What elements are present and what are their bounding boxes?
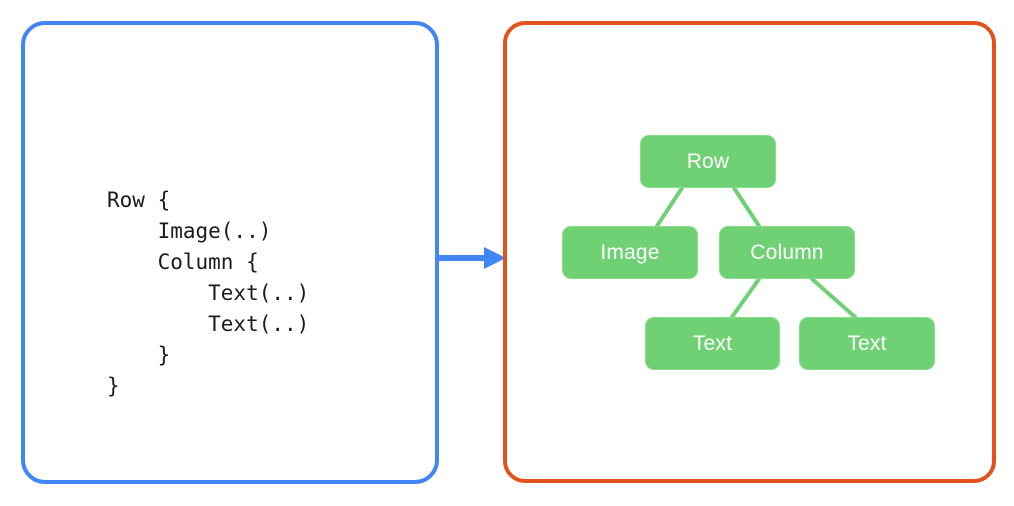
tree-node-image[interactable]: Image xyxy=(562,226,698,279)
tree-node-column[interactable]: Column xyxy=(719,226,855,279)
tree-node-row[interactable]: Row xyxy=(640,135,776,188)
tree-node-text-2[interactable]: Text xyxy=(799,317,935,370)
transform-arrow-icon xyxy=(436,247,506,269)
composable-code-panel: Row { Image(..) Column { Text(..) Text(.… xyxy=(21,21,439,484)
composable-code-text: Row { Image(..) Column { Text(..) Text(.… xyxy=(107,188,310,398)
tree-node-text-1[interactable]: Text xyxy=(645,317,780,370)
